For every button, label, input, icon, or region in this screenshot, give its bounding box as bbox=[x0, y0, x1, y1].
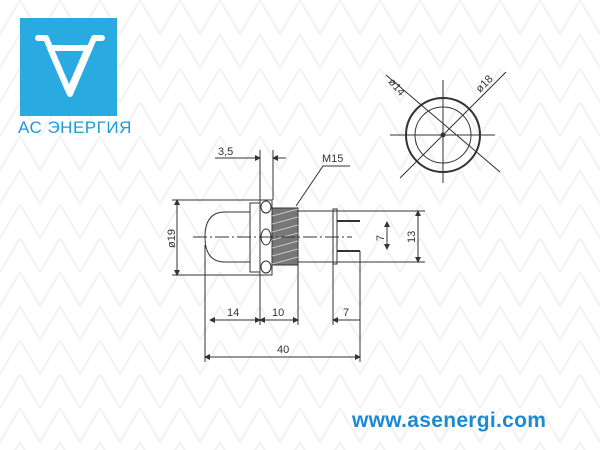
front-view bbox=[385, 71, 507, 183]
dim-body-height: 13 bbox=[406, 231, 418, 243]
dim-thread: M15 bbox=[322, 153, 343, 165]
logo-mark bbox=[20, 18, 117, 116]
logo-text: АС ЭНЕРГИЯ bbox=[18, 118, 132, 137]
dim-lens-diameter: ø19 bbox=[166, 229, 178, 248]
website-link[interactable]: www.asenergi.com bbox=[352, 409, 547, 432]
dim-flange: 3,5 bbox=[218, 146, 233, 158]
dim-pin-spacing: 7 bbox=[375, 235, 387, 241]
dim-thread-length: 10 bbox=[272, 307, 284, 319]
dim-lens-length: 14 bbox=[227, 307, 239, 319]
side-view bbox=[172, 150, 425, 362]
dim-total-length: 40 bbox=[277, 344, 289, 356]
dim-pin-length: 7 bbox=[343, 307, 349, 319]
